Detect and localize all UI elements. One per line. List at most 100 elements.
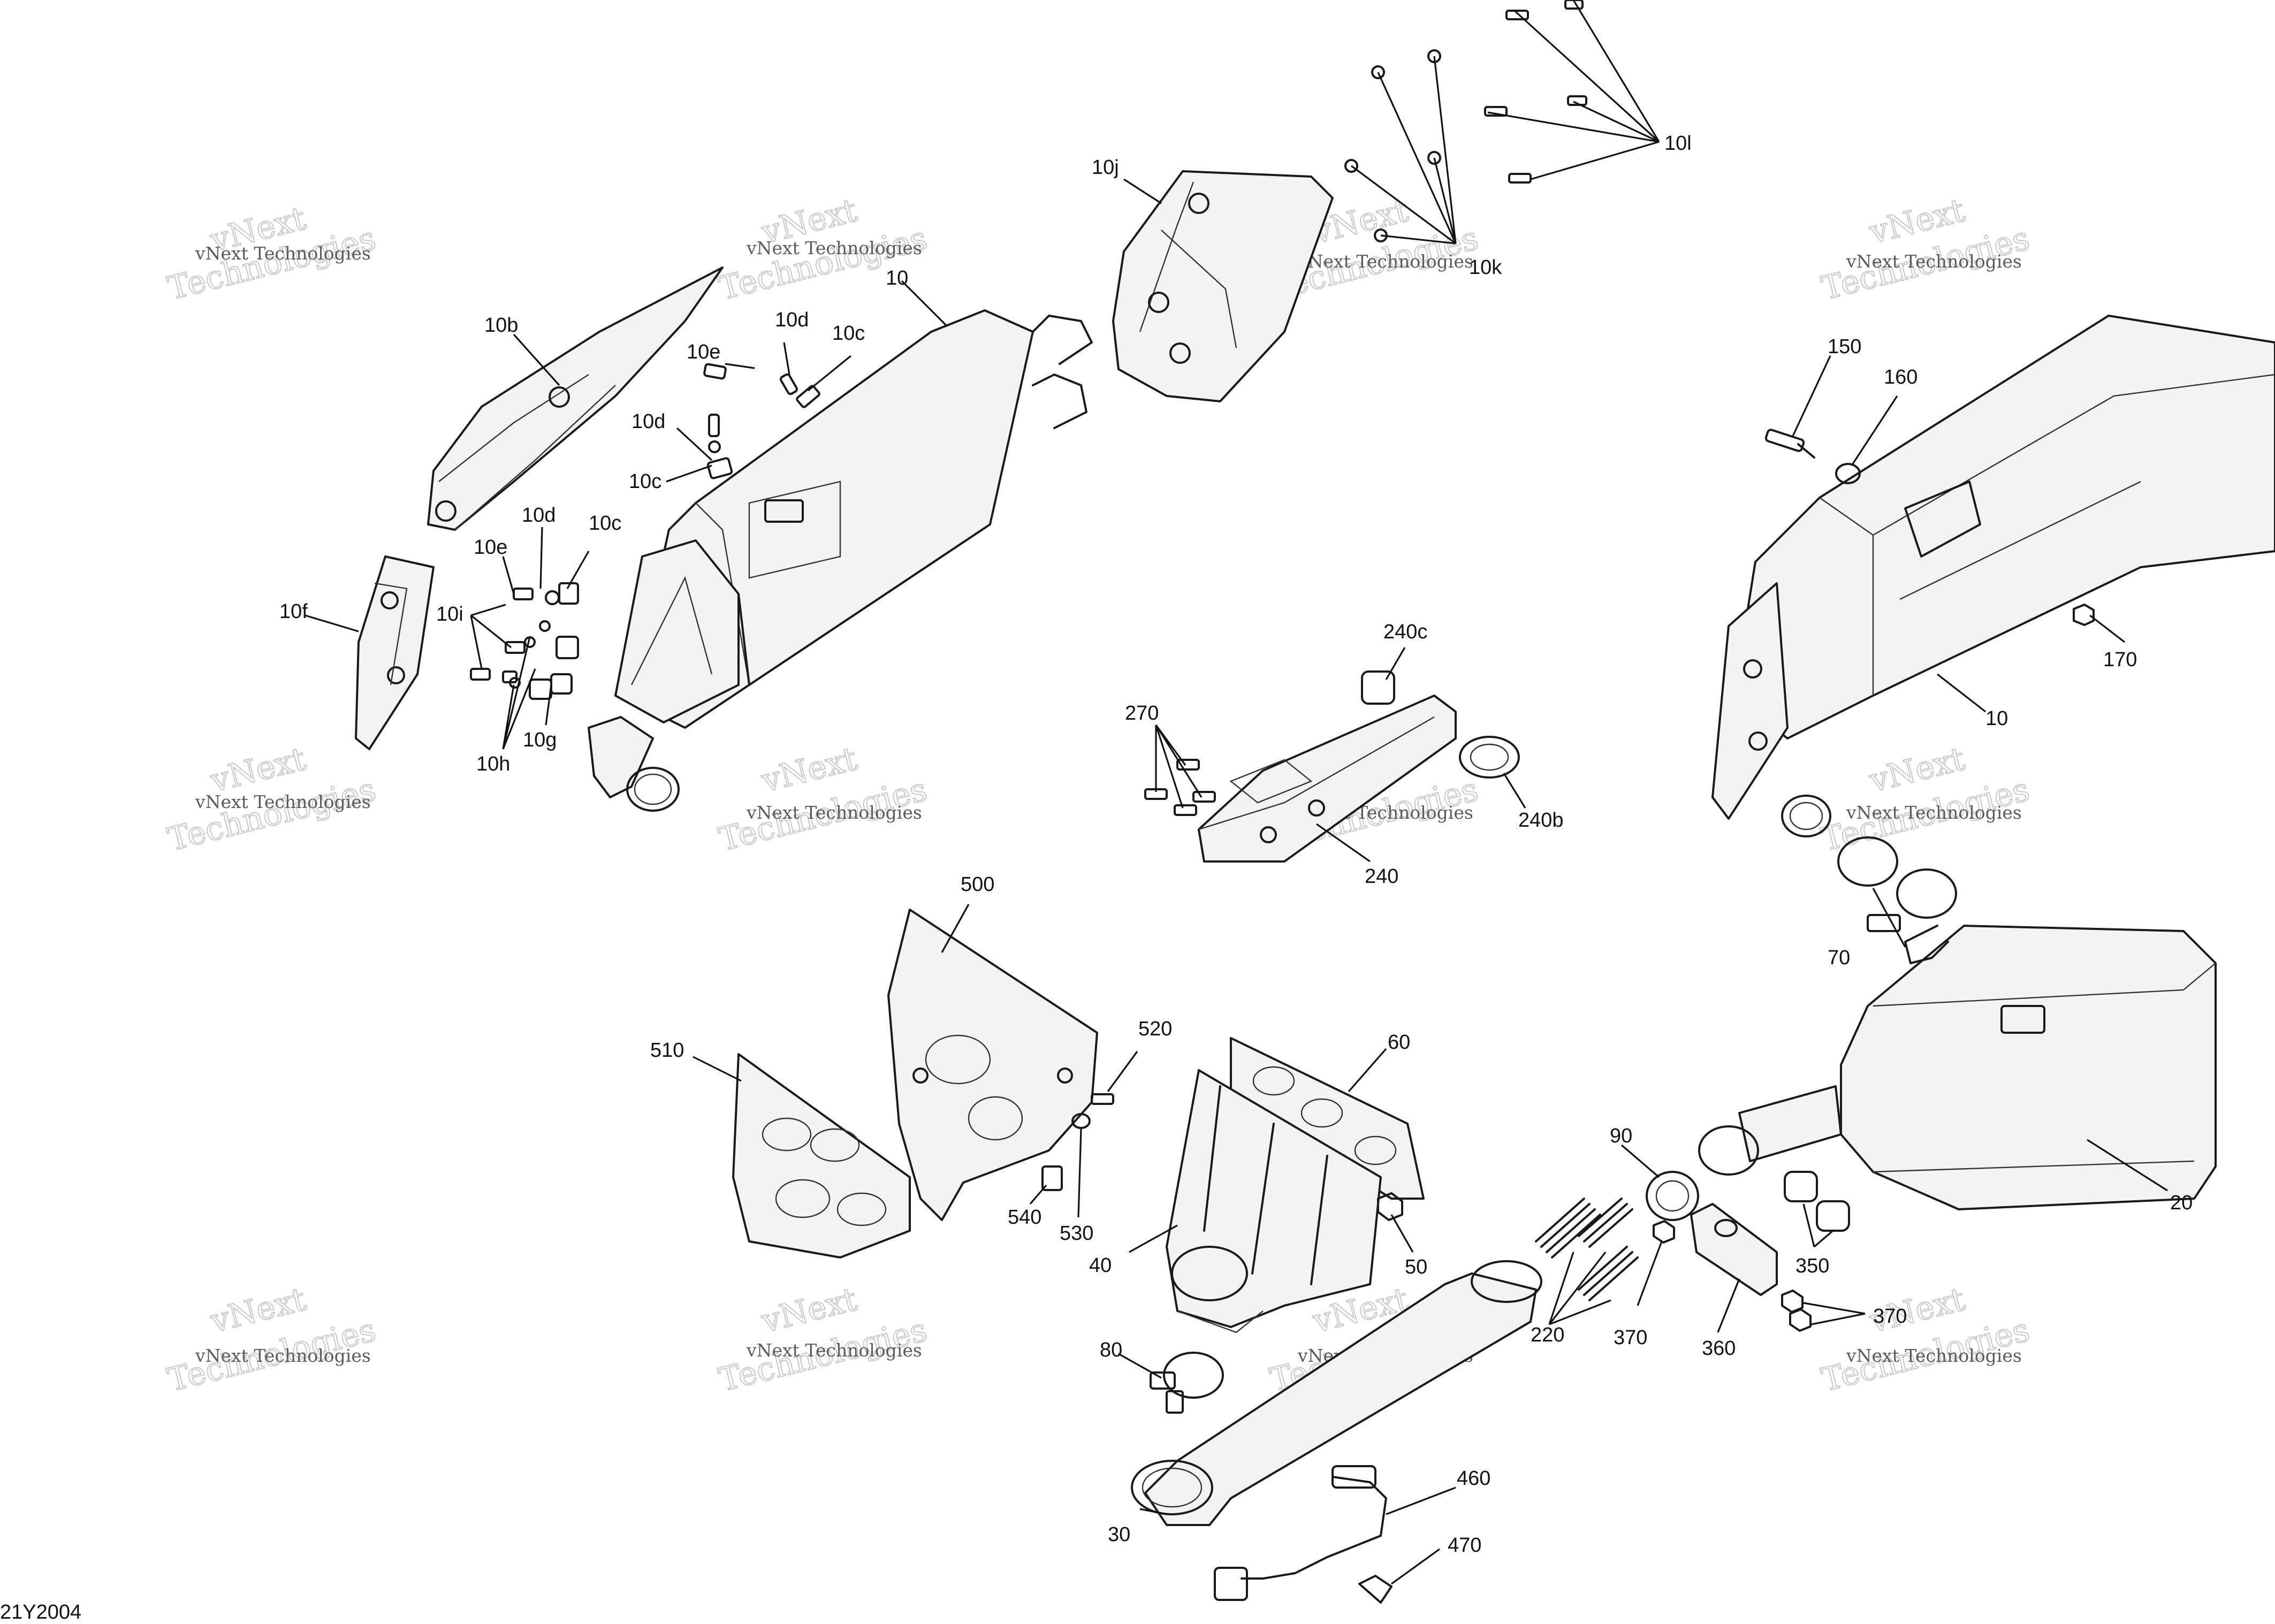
watermark-10: vNext Technologies vNext Technologies xyxy=(715,1280,931,1399)
part-80-clamp xyxy=(1150,1352,1224,1414)
part-150-bolt xyxy=(1764,429,1815,459)
svg-text:vNext Technologies: vNext Technologies xyxy=(746,238,922,258)
callout-10k: 10k xyxy=(1469,256,1502,279)
watermark-2: vNext Technologies vNext Technologies xyxy=(715,191,931,308)
part-350-grommets xyxy=(1784,1171,1850,1232)
part-30-pipe xyxy=(1131,1260,1542,1526)
callout-240b: 240b xyxy=(1518,809,1564,832)
callout-20: 20 xyxy=(2170,1192,2193,1214)
part-360-bracket xyxy=(1690,1203,1778,1296)
watermark-6: vNext Technologies vNext Technologies xyxy=(715,739,931,859)
part-510-lower-shield xyxy=(732,1053,911,1259)
svg-text:vNext Technologies: vNext Technologies xyxy=(746,1340,922,1361)
document-code: 21Y2004 xyxy=(0,1601,81,1623)
watermark-1: vNext Technologies vNext Technologies xyxy=(164,199,380,308)
callout-70: 70 xyxy=(1828,947,1850,969)
callout-10d-top: 10d xyxy=(775,309,809,331)
part-270-bolts xyxy=(1144,759,1216,816)
part-90-ring xyxy=(1646,1171,1699,1221)
callout-370-a: 370 xyxy=(1614,1326,1647,1349)
part-170-nut xyxy=(2073,604,2095,626)
callout-270: 270 xyxy=(1125,702,1159,725)
part-10-silencer-left xyxy=(588,309,1093,812)
callout-240: 240 xyxy=(1365,865,1398,888)
part-40-manifold xyxy=(1166,1069,1382,1333)
callout-30: 30 xyxy=(1108,1523,1130,1546)
callout-360: 360 xyxy=(1702,1337,1736,1360)
callout-520: 520 xyxy=(1138,1018,1172,1040)
callout-40: 40 xyxy=(1089,1254,1112,1277)
callout-540: 540 xyxy=(1008,1206,1041,1229)
part-10j-end-cap xyxy=(1112,170,1334,402)
callout-10-right: 10 xyxy=(1985,707,2008,730)
callout-370-b: 370 xyxy=(1873,1305,1907,1328)
callout-150: 150 xyxy=(1828,336,1861,358)
callout-10h: 10h xyxy=(476,753,510,775)
watermark-12: vNext Technologies vNext Technologies xyxy=(1817,1280,2034,1399)
callout-60: 60 xyxy=(1388,1031,1410,1054)
part-220-springs xyxy=(1535,1198,1639,1301)
part-370-nuts xyxy=(1653,1220,1812,1332)
callout-470: 470 xyxy=(1448,1534,1481,1557)
part-20-muffler xyxy=(1698,925,2217,1210)
svg-text:vNext Technologies: vNext Technologies xyxy=(1297,251,1473,272)
callout-10d-low: 10d xyxy=(522,504,556,527)
callout-10c-top: 10c xyxy=(832,322,865,345)
callout-50: 50 xyxy=(1405,1256,1427,1278)
callout-10: 10 xyxy=(886,267,908,289)
callout-10c-low: 10c xyxy=(589,512,621,535)
callout-10f: 10f xyxy=(279,600,308,623)
svg-text:vNext Technologies: vNext Technologies xyxy=(195,243,371,264)
callout-530: 530 xyxy=(1060,1222,1093,1245)
callout-220: 220 xyxy=(1531,1324,1564,1346)
watermark-9: vNext Technologies vNext Technologies xyxy=(164,1280,380,1399)
callout-labels: 10b 10e 10d 10c 10d 10c 10 10j 10k 10l 1… xyxy=(279,132,2193,1557)
part-60-gasket xyxy=(1230,1037,1425,1200)
watermark-4: vNext Technologies vNext Technologies xyxy=(1817,191,2034,308)
leader-lines xyxy=(305,0,2168,1585)
part-240b-bushing xyxy=(1459,736,1520,779)
callout-10j: 10j xyxy=(1092,156,1119,179)
callout-170: 170 xyxy=(2103,649,2137,671)
watermark-8: vNext Technologies vNext Technologies xyxy=(1817,739,2034,859)
part-520-screw xyxy=(1091,1093,1114,1105)
part-70-clamp xyxy=(1837,836,1957,932)
callout-510: 510 xyxy=(650,1039,684,1062)
part-10b-upper-cover xyxy=(427,266,724,531)
part-540-clip xyxy=(1041,1165,1063,1191)
watermark-5: vNext Technologies vNext Technologies xyxy=(164,739,380,859)
callout-350: 350 xyxy=(1795,1255,1829,1277)
callout-10l: 10l xyxy=(1664,132,1692,155)
callout-500: 500 xyxy=(961,873,994,896)
callout-10b: 10b xyxy=(484,314,518,337)
part-240c-bushing xyxy=(1361,670,1395,705)
watermark-group: vNext Technologies vNext Technologies vN… xyxy=(164,191,2034,1399)
callout-460: 460 xyxy=(1457,1467,1490,1490)
svg-text:vNext Technologies: vNext Technologies xyxy=(195,1345,371,1366)
part-470-clip xyxy=(1358,1575,1393,1604)
callout-10e-low: 10e xyxy=(474,536,507,559)
svg-text:vNext Technologies: vNext Technologies xyxy=(1846,1345,2022,1366)
svg-text:vNext Technologies: vNext Technologies xyxy=(1846,251,2022,272)
svg-text:vNext Technologies: vNext Technologies xyxy=(1846,802,2022,823)
part-160-washer xyxy=(1835,463,1861,484)
callout-10c-mid: 10c xyxy=(629,470,661,493)
part-500-heat-shield xyxy=(887,909,1098,1221)
callout-10i: 10i xyxy=(436,603,463,626)
callout-240c: 240c xyxy=(1383,621,1427,643)
part-240-bracket xyxy=(1198,695,1457,863)
callout-10g: 10g xyxy=(523,729,557,751)
svg-text:vNext Technologies: vNext Technologies xyxy=(746,802,922,823)
part-10-silencer-right xyxy=(1711,315,2275,837)
callout-10e-top: 10e xyxy=(687,341,720,363)
part-50-nut xyxy=(1377,1192,1403,1221)
part-10f-side-plate xyxy=(355,555,435,750)
svg-text:vNext Technologies: vNext Technologies xyxy=(195,791,371,812)
callout-160: 160 xyxy=(1884,366,1918,388)
callout-90: 90 xyxy=(1610,1125,1632,1147)
part-460-sensor xyxy=(1214,1465,1387,1601)
part-530-washer xyxy=(1071,1113,1091,1129)
callout-10d-mid: 10d xyxy=(631,410,665,433)
callout-80: 80 xyxy=(1100,1339,1122,1361)
